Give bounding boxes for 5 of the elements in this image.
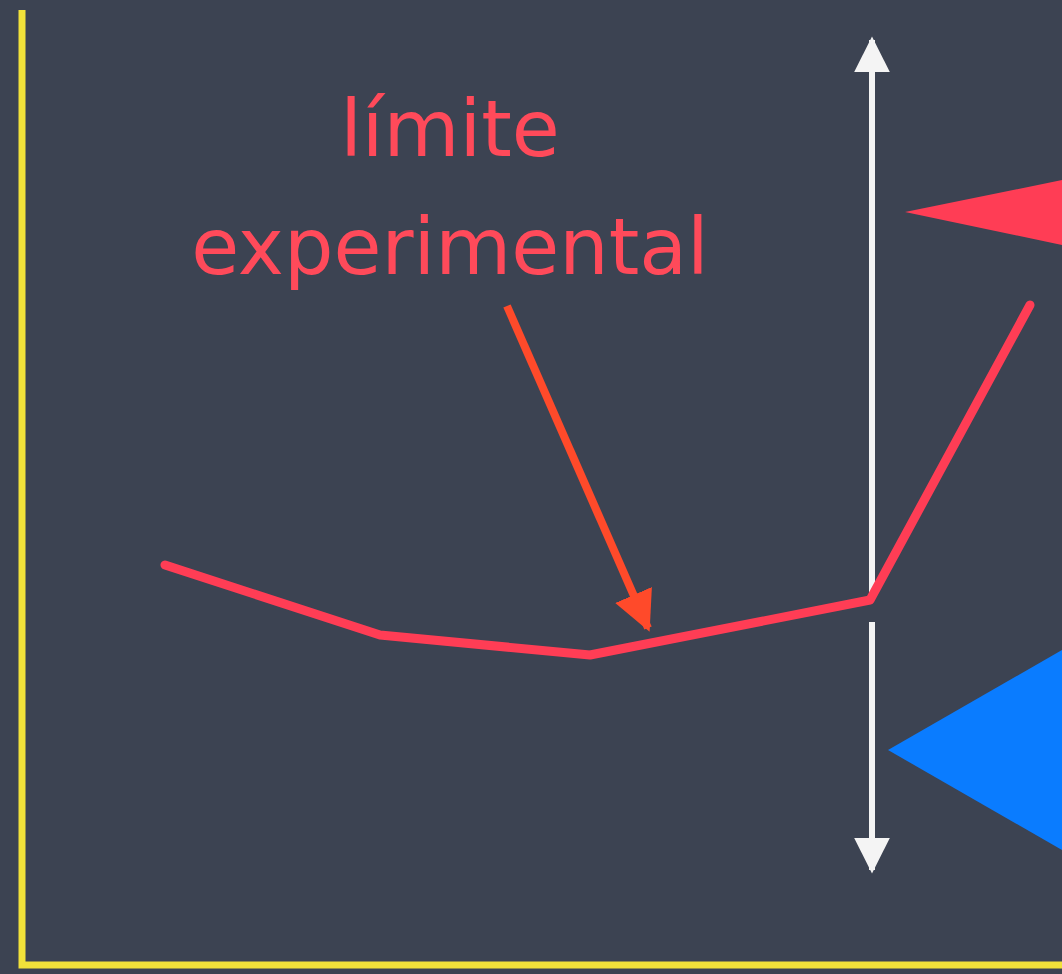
pointer-triangle: [888, 650, 1062, 850]
annotation-label: límite experimental: [100, 70, 800, 306]
pointer-triangle: [905, 180, 1062, 245]
curve-line: [160, 300, 1035, 660]
leader-arrow: [503, 304, 652, 632]
